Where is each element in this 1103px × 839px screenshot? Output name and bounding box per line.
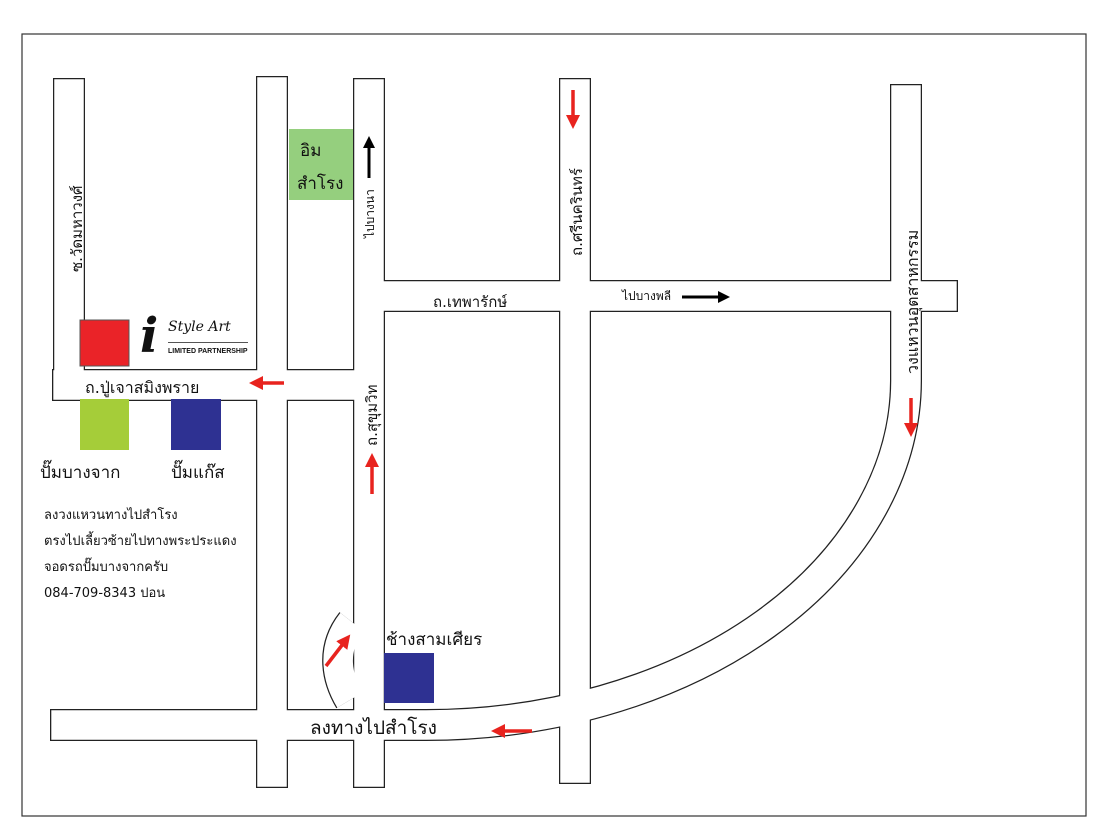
label-imm-line1: อิม xyxy=(300,141,321,161)
road-fills xyxy=(51,77,957,787)
istyle-art-logo: i Style Art LIMITED PARTNERSHIP xyxy=(138,308,256,364)
label-bangjak-pump: ปั๊มบางจาก xyxy=(40,459,120,483)
logo-rule xyxy=(168,342,248,343)
logo-subtitle: LIMITED PARTNERSHIP xyxy=(168,348,248,355)
label-imm-line2: สำโรง xyxy=(297,173,343,194)
direction-line-2: ตรงไปเลี้ยวซ้ายไปทางพระประแดง xyxy=(44,534,237,549)
label-to-samrong: ลงทางไปสำโรง xyxy=(310,716,437,739)
arrow-red-ramp xyxy=(324,634,351,668)
istyle-art-shop-marker xyxy=(79,319,130,367)
label-pujao-saming-phrai: ถ.ปู่เจาสมิงพราย xyxy=(85,378,199,398)
direction-line-1: ลงวงแหวนทางไปสำโรง xyxy=(44,508,178,523)
bangjak-pump-marker xyxy=(80,399,129,450)
label-sukhumvit: ถ.สุขุมวิท xyxy=(363,385,382,446)
imm-samrong-marker xyxy=(289,129,353,200)
label-to-bang-na: ไปบางนา xyxy=(363,189,377,239)
label-gas-pump: ปั๊มแก๊ส xyxy=(171,459,225,483)
label-to-bang-phli: ไปบางพลี xyxy=(621,289,671,303)
chang-sam-sian-marker xyxy=(384,653,434,703)
logo-mark: i xyxy=(140,308,159,364)
logo-name: Style Art xyxy=(168,319,231,335)
label-ring-road: วงแหวนอุตสาหกรรม xyxy=(903,230,923,374)
direction-line-4: 084-709-8343 ปอน xyxy=(44,586,166,601)
gas-pump-marker xyxy=(171,399,221,450)
label-chang-sam-sian: ช้างสามเศียร xyxy=(386,630,482,650)
label-soi-wat-mahawong: ซ.วัดมหาวงศ์ xyxy=(68,185,86,272)
direction-line-3: จอดรถปั๊มบางจากครับ xyxy=(44,560,169,575)
label-thepharak: ถ.เทพารักษ์ xyxy=(433,293,508,311)
label-srinakarin: ถ.ศรีนครินทร์ xyxy=(568,168,586,256)
